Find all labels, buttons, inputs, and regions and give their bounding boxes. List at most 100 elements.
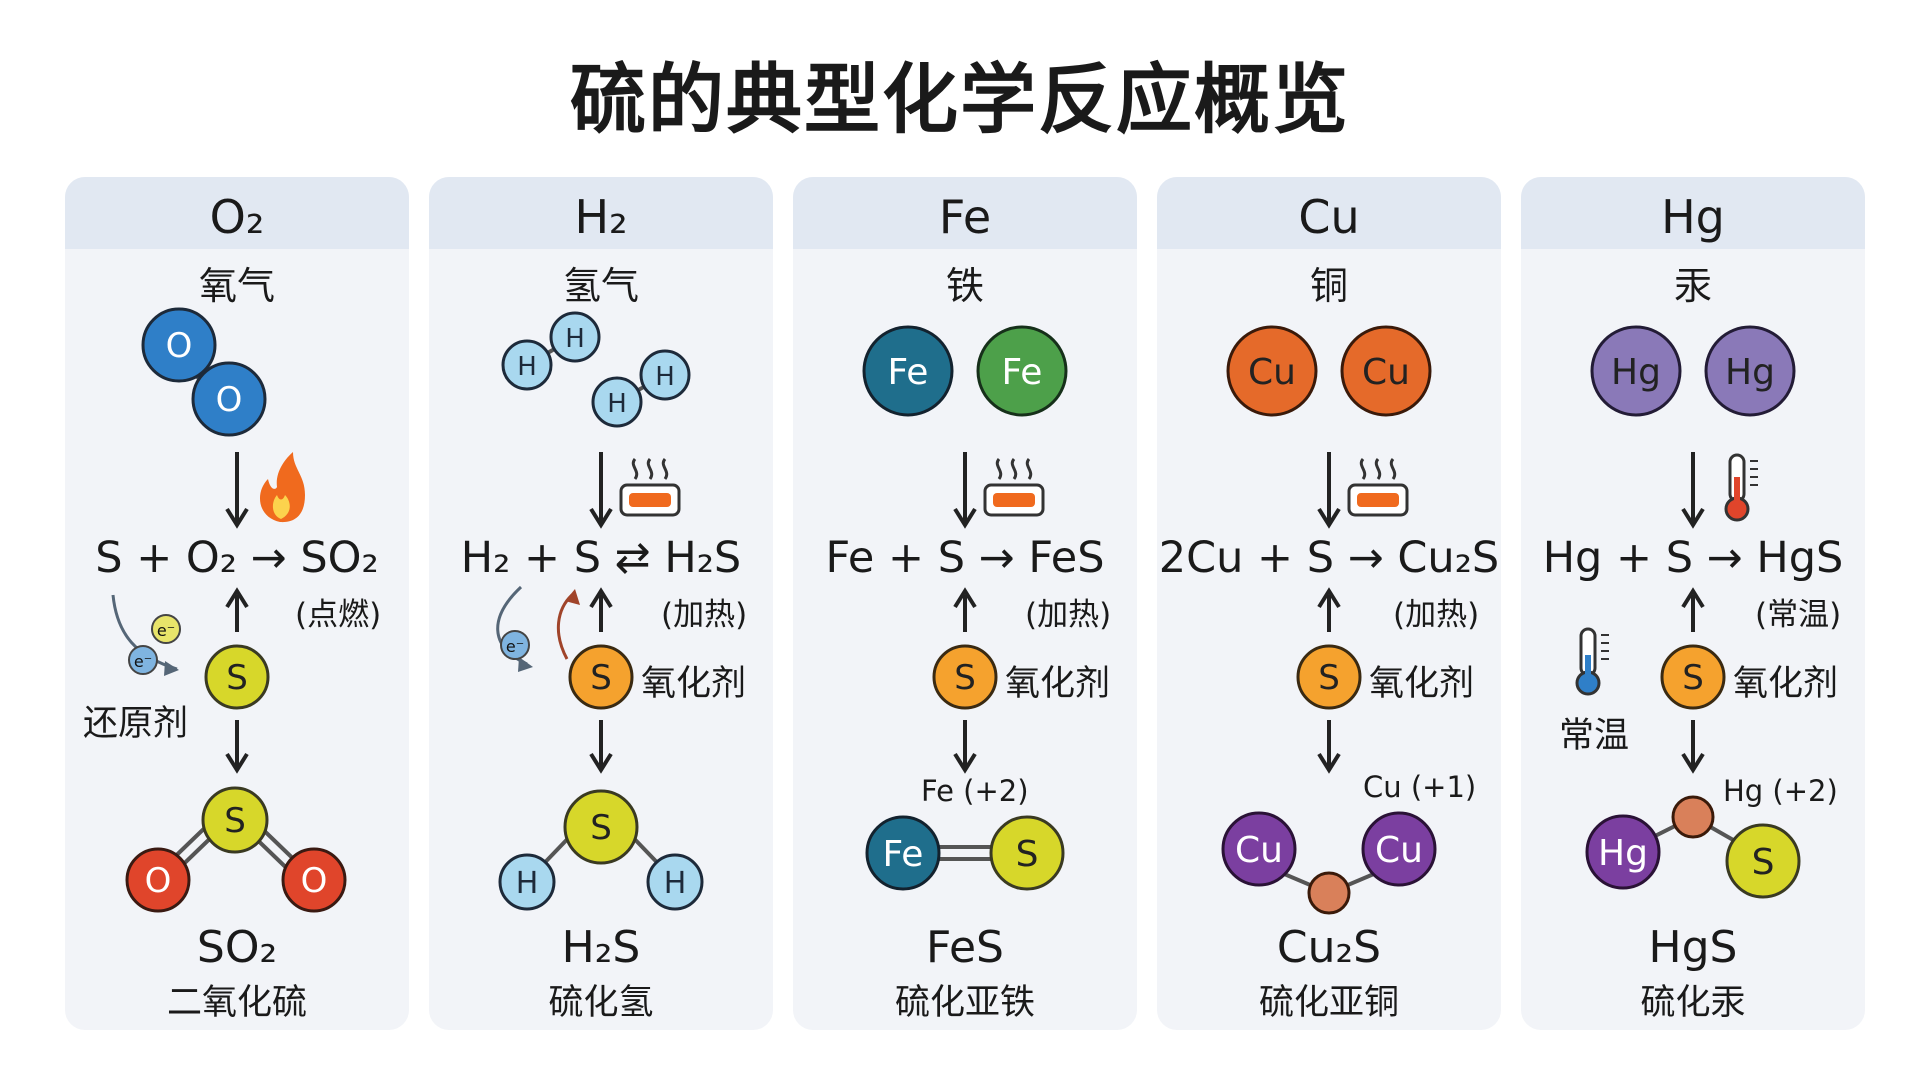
down-arrow <box>589 720 613 774</box>
electron-label: e⁻ <box>157 621 175 640</box>
page-title: 硫的典型化学反应概览 <box>570 55 1350 144</box>
atom-label: Hg <box>1598 833 1648 874</box>
heater-icon <box>619 458 681 517</box>
atom-label: Hg <box>1611 352 1661 393</box>
reagent-formula: H₂ <box>574 190 628 244</box>
atom-label: H <box>517 352 537 382</box>
down-arrow <box>1317 452 1341 529</box>
atom-label: S <box>224 801 246 841</box>
fes-molecule <box>865 815 1065 891</box>
sulfur-role: 氧化剂 <box>641 664 747 704</box>
oxygen-molecule <box>141 307 267 437</box>
atom-label: S <box>226 658 248 698</box>
down-arrow <box>589 452 613 529</box>
panel-copper: Cu 铜 Cu Cu S Cu <box>1157 177 1501 1030</box>
atom-label: Cu <box>1248 352 1296 393</box>
arrow-head <box>518 657 533 672</box>
product-name: 硫化氢 <box>548 983 654 1023</box>
temperature-label: 常温 <box>1559 716 1630 756</box>
up-arrow <box>225 587 249 632</box>
atom-label: H <box>607 389 627 419</box>
panel-oxygen: O₂ 氧气 O O e⁻ e⁻ S <box>65 177 409 1030</box>
sulfur-role: 氧化剂 <box>1733 664 1839 704</box>
panel-header <box>793 177 1137 249</box>
atom-label: O <box>216 380 243 420</box>
panel-graphics: H H H H e⁻ S <box>496 311 704 911</box>
reagent-name: 氢气 <box>562 264 639 308</box>
flame-icon <box>259 452 305 523</box>
atom-label: S <box>954 658 976 698</box>
panel-header <box>1157 177 1501 249</box>
reaction-equation: Fe + S → FeS <box>825 533 1105 583</box>
reagent-name: 铜 <box>1309 264 1348 308</box>
atom-label: S <box>590 658 612 698</box>
atom-label: H <box>655 362 675 392</box>
panel-graphics: O O e⁻ e⁻ S <box>111 307 347 913</box>
panel-mercury: Hg 汞 Hg Hg S <box>1521 177 1865 1030</box>
sulfur-atom <box>204 644 270 710</box>
so2-molecule <box>125 786 347 913</box>
electron-icon <box>500 630 530 660</box>
atom-label: S <box>590 808 612 848</box>
reaction-equation: Hg + S → HgS <box>1542 533 1844 583</box>
heater-icon <box>1347 458 1409 517</box>
panel-header <box>1521 177 1865 249</box>
copper-atom <box>1226 325 1318 417</box>
atom-label: S <box>1318 658 1340 698</box>
mercury-atom <box>1704 325 1796 417</box>
hydrogen-molecules <box>501 311 691 428</box>
electron-label: e⁻ <box>506 637 524 656</box>
h2s-molecule <box>498 789 704 911</box>
atom-label: O <box>301 861 328 901</box>
reagent-name: 氧气 <box>198 264 275 308</box>
atom-label: Fe <box>888 352 929 393</box>
up-arrow <box>1317 587 1341 632</box>
reaction-condition: (加热) <box>1025 597 1112 633</box>
down-arrow <box>225 452 249 529</box>
arrow-head <box>565 589 580 605</box>
panel-header <box>65 177 409 249</box>
atom-label: O <box>145 861 172 901</box>
hgs-molecule <box>1585 795 1801 899</box>
down-arrow <box>1681 452 1705 529</box>
down-arrow <box>953 452 977 529</box>
panel-graphics: Cu Cu S Cu Cu <box>1221 325 1437 915</box>
reaction-condition: (常温) <box>1755 597 1842 633</box>
down-arrow <box>1681 720 1705 774</box>
atom-label: H <box>565 324 585 354</box>
panel-graphics: Hg Hg S <box>1575 325 1801 899</box>
product-name: 二氧化硫 <box>166 983 307 1023</box>
arrow-head <box>164 661 179 676</box>
reaction-equation: H₂ + S ⇄ H₂S <box>460 533 742 583</box>
atom-label: S <box>1682 658 1704 698</box>
oxidation-state: Hg (+2) <box>1723 774 1838 808</box>
product-name: 硫化汞 <box>1640 983 1746 1023</box>
thermometer-icon <box>1724 453 1758 522</box>
down-arrow <box>1317 720 1341 774</box>
reagent-name: 铁 <box>945 264 984 308</box>
panel-graphics: Fe Fe S Fe S <box>862 325 1068 891</box>
atom-label: H <box>664 866 687 901</box>
atom-label: Fe <box>1002 352 1043 393</box>
down-arrow <box>953 720 977 774</box>
product-formula: H₂S <box>561 922 641 973</box>
atom-label: Cu <box>1375 830 1423 871</box>
atom-label: Fe <box>883 834 924 875</box>
reaction-condition: (点燃) <box>295 597 382 633</box>
up-arrow <box>589 587 613 632</box>
reaction-equation: S + O₂ → SO₂ <box>95 533 379 583</box>
iron-atom <box>862 325 954 417</box>
reagent-formula: Cu <box>1298 190 1360 244</box>
cu2s-molecule <box>1221 811 1437 915</box>
reagent-formula: O₂ <box>209 190 265 244</box>
iron-atom <box>976 325 1068 417</box>
reagent-formula: Fe <box>938 190 992 244</box>
panel-hydrogen: H₂ 氢气 H H H H e⁻ <box>429 177 773 1030</box>
up-arrow <box>953 587 977 632</box>
mercury-atom <box>1590 325 1682 417</box>
reaction-equation: 2Cu + S → Cu₂S <box>1158 533 1500 583</box>
atom-label: S <box>1016 834 1039 875</box>
copper-atom <box>1340 325 1432 417</box>
reaction-condition: (加热) <box>1393 597 1480 633</box>
electron-icon <box>128 645 158 675</box>
